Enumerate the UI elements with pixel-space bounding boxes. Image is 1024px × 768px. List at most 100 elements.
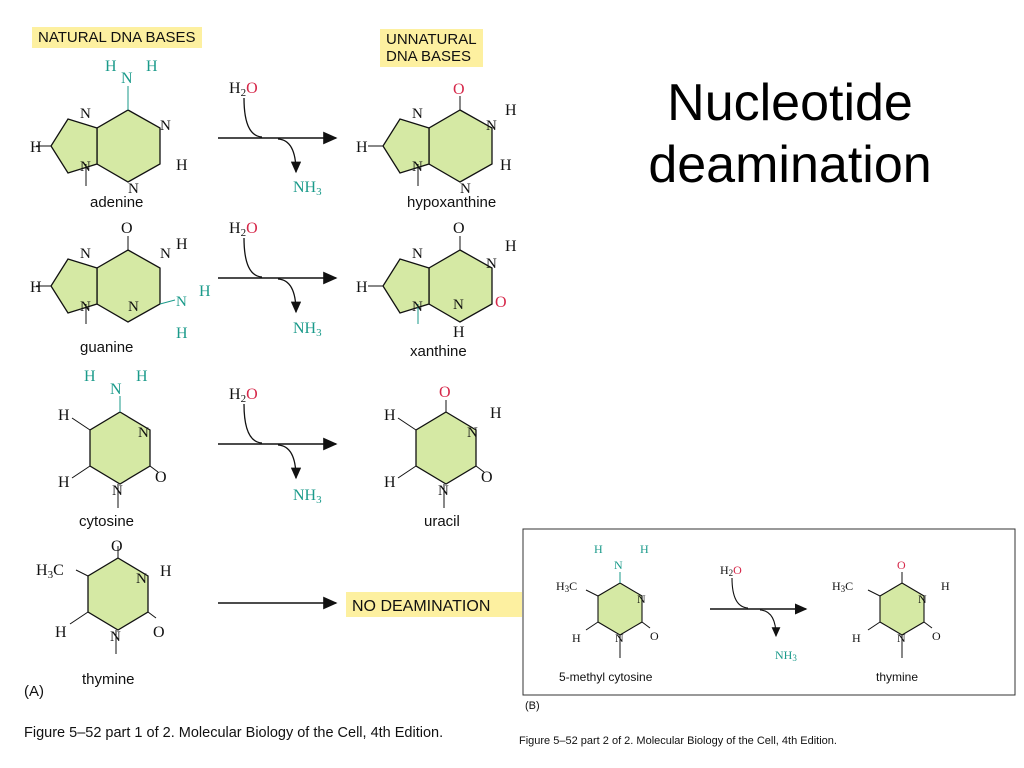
adenine-molecule: H N N N N H H N H <box>30 58 188 197</box>
svg-text:N: N <box>110 381 122 398</box>
guanine-molecule: H N N N H N O N H H <box>30 220 211 342</box>
svg-text:H: H <box>572 631 581 645</box>
reaction-arrow-b: H2O NH3 <box>710 563 808 663</box>
hypoxanthine-molecule: H N N N H N H O <box>356 81 517 197</box>
svg-text:H: H <box>199 283 211 300</box>
svg-text:H: H <box>30 139 42 156</box>
svg-text:H: H <box>505 238 517 255</box>
panel-b-label: (B) <box>525 700 540 712</box>
svg-text:H: H <box>453 324 465 341</box>
uracil-molecule: H H N H N O O <box>384 384 502 508</box>
water-label-b: H2O <box>720 563 742 578</box>
thymine-molecule: H3C H N H N O O <box>36 538 172 654</box>
svg-text:N: N <box>80 246 91 262</box>
svg-text:N: N <box>128 181 139 197</box>
svg-text:H: H <box>356 279 368 296</box>
svg-text:H: H <box>500 157 512 174</box>
svg-text:N: N <box>80 106 91 122</box>
water-label-2: H2O <box>229 220 258 239</box>
svg-text:N: N <box>176 294 187 310</box>
svg-text:H: H <box>58 407 70 424</box>
thymine-label-a: thymine <box>82 671 135 688</box>
svg-text:H3C: H3C <box>832 579 853 594</box>
svg-text:O: O <box>439 384 451 401</box>
svg-text:N: N <box>121 70 133 87</box>
svg-text:N: N <box>467 425 478 441</box>
svg-text:N: N <box>637 592 646 606</box>
svg-text:H: H <box>55 624 67 641</box>
ammonia-label-3: NH3 <box>293 487 322 506</box>
panel-a-label: (A) <box>24 683 44 700</box>
svg-text:H: H <box>941 579 950 593</box>
svg-text:N: N <box>412 299 423 315</box>
svg-text:O: O <box>155 469 167 486</box>
svg-text:N: N <box>918 592 927 606</box>
svg-text:N: N <box>136 571 147 587</box>
guanine-label: guanine <box>80 339 133 356</box>
svg-text:O: O <box>453 220 465 237</box>
svg-text:H: H <box>136 368 148 385</box>
svg-text:N: N <box>112 483 123 499</box>
uracil-label: uracil <box>424 513 460 530</box>
svg-text:O: O <box>650 629 659 643</box>
svg-text:H: H <box>30 279 42 296</box>
caption-part2: Figure 5–52 part 2 of 2. Molecular Biolo… <box>519 735 837 747</box>
unnatural-header-line2: DNA BASES <box>386 48 472 65</box>
ammonia-label-b: NH3 <box>775 648 797 663</box>
title-line2: deamination <box>648 136 932 194</box>
natural-bases-header: NATURAL DNA BASES <box>32 27 202 48</box>
no-deamination-label: NO DEAMINATION <box>352 598 490 615</box>
svg-text:N: N <box>80 159 91 175</box>
svg-text:H: H <box>176 236 188 253</box>
svg-text:H: H <box>640 542 649 556</box>
svg-text:O: O <box>453 81 465 98</box>
svg-text:N: N <box>412 159 423 175</box>
svg-text:H: H <box>176 157 188 174</box>
svg-text:O: O <box>932 629 941 643</box>
svg-text:O: O <box>897 558 906 572</box>
svg-text:H: H <box>852 631 861 645</box>
water-label-3: H2O <box>229 386 258 405</box>
svg-text:N: N <box>128 299 139 315</box>
svg-text:N: N <box>486 118 497 134</box>
svg-text:H: H <box>384 474 396 491</box>
svg-text:O: O <box>121 220 133 237</box>
svg-text:H: H <box>176 325 188 342</box>
unnatural-bases-header: UNNATURAL DNA BASES <box>380 29 483 67</box>
reaction-arrow-2: H2O NH3 <box>218 220 338 339</box>
reaction-arrow-3: H2O NH3 <box>218 386 338 506</box>
5-methyl-cytosine-label: 5-methyl cytosine <box>559 670 653 684</box>
svg-text:H: H <box>384 407 396 424</box>
svg-text:N: N <box>460 181 471 197</box>
adenine-label: adenine <box>90 194 143 211</box>
cytosine-label: cytosine <box>79 513 134 530</box>
svg-text:N: N <box>138 425 149 441</box>
svg-text:H: H <box>594 542 603 556</box>
svg-text:O: O <box>495 294 507 311</box>
svg-text:N: N <box>160 118 171 134</box>
cytosine-molecule: H H N N O H N H <box>58 368 167 508</box>
water-label-1: H2O <box>229 80 258 99</box>
unnatural-header-line1: UNNATURAL <box>386 31 477 48</box>
svg-text:N: N <box>160 246 171 262</box>
thymine-molecule-b: H3C H N H N O O <box>832 558 950 658</box>
svg-text:H: H <box>58 474 70 491</box>
svg-text:H: H <box>160 563 172 580</box>
no-deamination-highlight <box>346 592 522 617</box>
caption-part1: Figure 5–52 part 1 of 2. Molecular Biolo… <box>24 725 444 741</box>
ammonia-label-2: NH3 <box>293 320 322 339</box>
xanthine-label: xanthine <box>410 343 467 360</box>
svg-text:H: H <box>105 58 117 75</box>
svg-text:N: N <box>438 483 449 499</box>
svg-text:O: O <box>111 538 123 555</box>
svg-text:N: N <box>614 558 623 572</box>
title-line1: Nucleotide <box>667 74 913 132</box>
ammonia-label-1: NH3 <box>293 179 322 198</box>
svg-text:N: N <box>412 246 423 262</box>
svg-text:N: N <box>80 299 91 315</box>
svg-text:H: H <box>84 368 96 385</box>
svg-text:N: N <box>453 297 464 313</box>
svg-text:H: H <box>356 139 368 156</box>
svg-text:H: H <box>505 102 517 119</box>
